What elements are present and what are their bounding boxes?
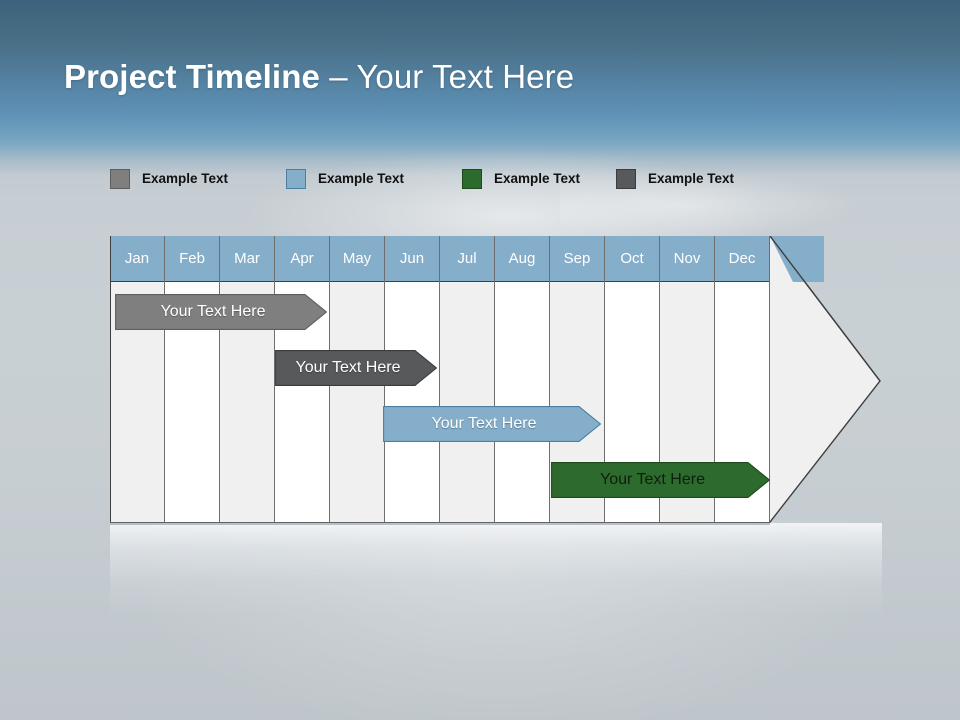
task-bar-3[interactable]: Your Text Here (383, 406, 601, 442)
month-column-feb: Feb (165, 236, 220, 522)
legend-item-2[interactable]: Example Text (286, 166, 404, 192)
task-bar-shape-2 (275, 350, 437, 386)
month-header-apr: Apr (275, 236, 329, 282)
task-bar-2[interactable]: Your Text Here (275, 350, 437, 386)
month-header-mar: Mar (220, 236, 274, 282)
month-column-jul: Jul (440, 236, 495, 522)
month-header-oct: Oct (605, 236, 659, 282)
legend-item-3[interactable]: Example Text (462, 166, 580, 192)
page-title-light: – Your Text Here (319, 58, 575, 95)
task-bar-shape-4 (551, 462, 770, 498)
month-header-nov: Nov (660, 236, 714, 282)
task-bar-shape-1 (115, 294, 327, 330)
month-column-mar: Mar (220, 236, 275, 522)
month-header-jun: Jun (385, 236, 439, 282)
legend-swatch-4 (616, 169, 636, 189)
legend-label-2: Example Text (318, 171, 405, 186)
month-column-aug: Aug (495, 236, 550, 522)
page-title: Project Timeline – Your Text Here (64, 58, 574, 96)
task-bar-shape-3 (383, 406, 601, 442)
legend: Example Text Example Text Example Text Exam… (108, 166, 908, 200)
task-bar-1[interactable]: Your Text Here (115, 294, 327, 330)
month-header-may: May (330, 236, 384, 282)
month-column-jan: Jan (110, 236, 165, 522)
task-bar-4[interactable]: Your Text Here (551, 462, 770, 498)
page-title-strong: Project Timeline (64, 58, 320, 95)
month-header-sep: Sep (550, 236, 604, 282)
legend-swatch-3 (462, 169, 482, 189)
month-header-aug: Aug (495, 236, 549, 282)
legend-label-3: Example Text (494, 171, 581, 186)
month-header-jul: Jul (440, 236, 494, 282)
legend-item-1[interactable]: Example Text (110, 166, 228, 192)
grid-left-edge (110, 236, 111, 522)
month-header-jan: Jan (110, 236, 164, 282)
legend-label-1: Example Text (142, 171, 229, 186)
legend-swatch-2 (286, 169, 306, 189)
month-header-dec: Dec (715, 236, 769, 282)
legend-label-4: Example Text (648, 171, 735, 186)
legend-item-4[interactable]: Example Text (616, 166, 734, 192)
legend-swatch-1 (110, 169, 130, 189)
month-header-feb: Feb (165, 236, 219, 282)
